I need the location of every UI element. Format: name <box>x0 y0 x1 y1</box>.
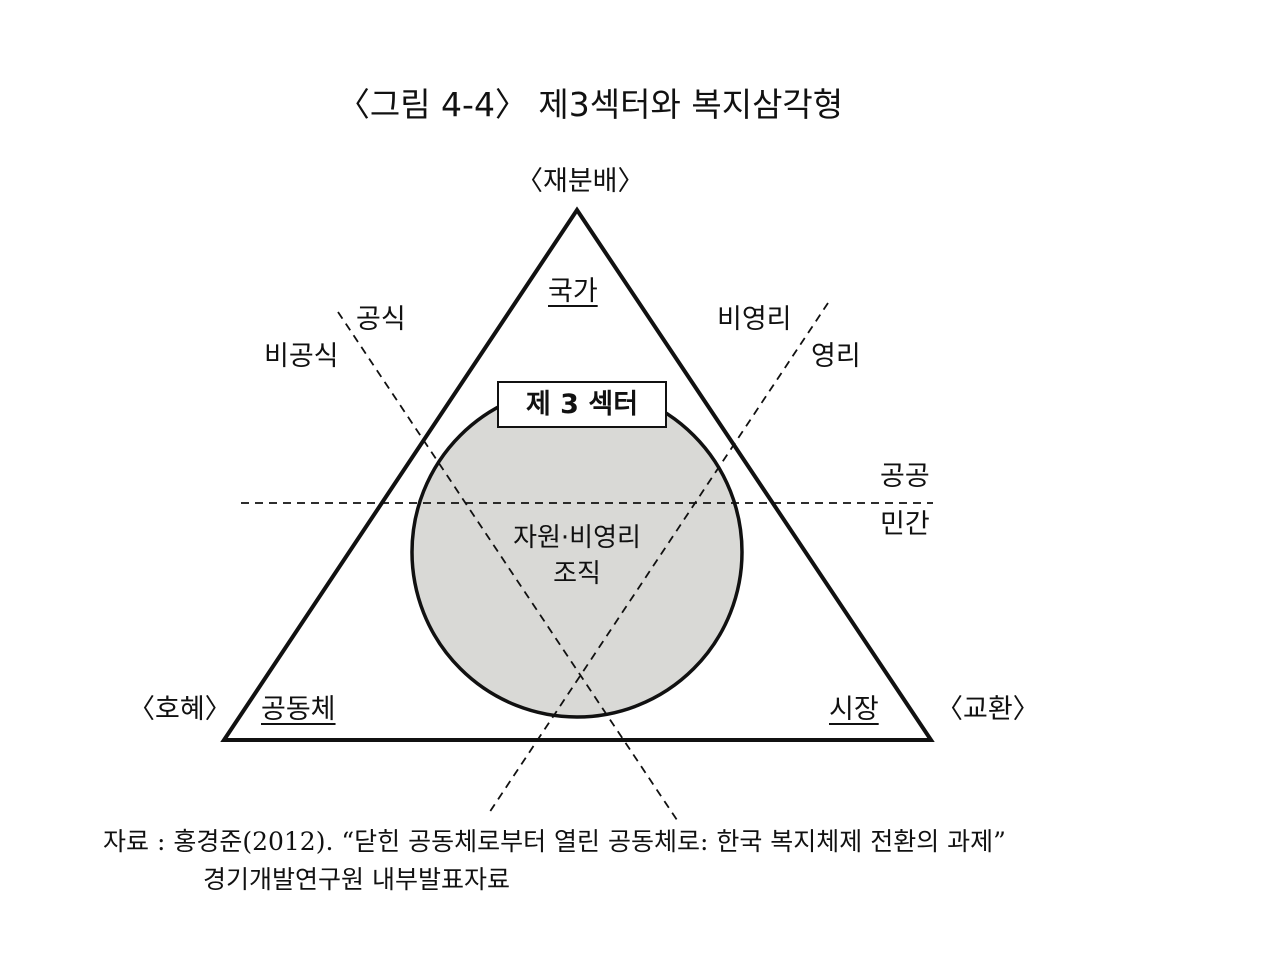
welfare-triangle <box>220 206 935 742</box>
region-market: 시장 <box>829 694 879 725</box>
label-formal: 공식 <box>356 304 406 335</box>
label-public: 공공 <box>880 461 930 492</box>
label-private: 민간 <box>880 509 930 540</box>
circle-label-line1: 자원·비영리 <box>513 523 641 553</box>
label-informal: 비공식 <box>264 341 339 372</box>
right-label-exchange: 〈교환〉 <box>936 694 1040 725</box>
region-state: 국가 <box>548 276 598 307</box>
source-citation-line2: 경기개발연구원 내부발표자료 <box>203 865 510 894</box>
apex-label-redistribution: 〈재분배〉 <box>516 166 645 197</box>
circle-label-line2: 조직 <box>553 559 601 589</box>
profit-nonprofit-divider <box>488 302 829 814</box>
region-community: 공동체 <box>261 694 336 725</box>
voluntary-nonprofit-label: 자원·비영리 조직 <box>477 520 677 592</box>
label-nonprofit: 비영리 <box>717 304 792 335</box>
formal-informal-divider <box>337 311 678 821</box>
left-label-reciprocity: 〈호혜〉 <box>128 694 232 725</box>
source-citation-line1: 자료 : 홍경준(2012). “닫힌 공동체로부터 열린 공동체로: 한국 복… <box>103 827 1006 856</box>
third-sector-box: 제 3 섹터 <box>497 381 667 428</box>
figure-title: 〈그림 4-4〉 제3섹터와 복지삼각형 <box>336 85 844 124</box>
label-profit: 영리 <box>811 341 861 372</box>
